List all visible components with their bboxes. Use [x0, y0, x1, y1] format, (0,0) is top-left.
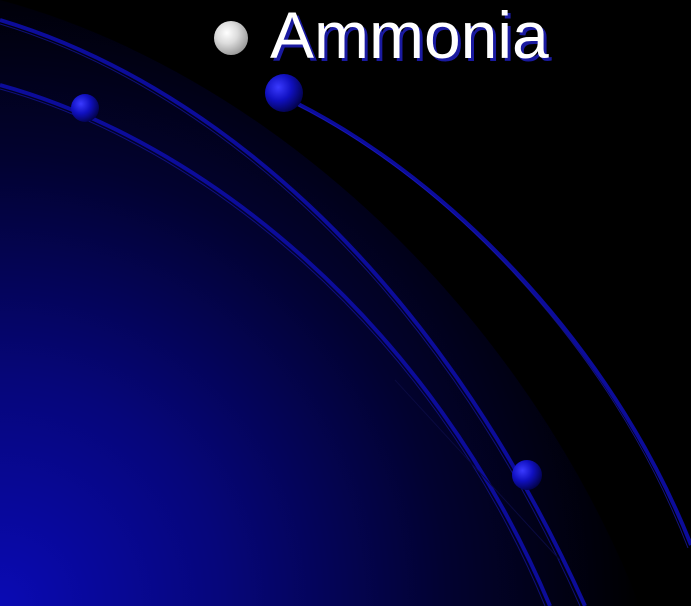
- orbit-sphere: [265, 74, 303, 112]
- title-row: Ammonia: [214, 0, 549, 70]
- outer-orbit-arc: [279, 93, 691, 546]
- slide-title: Ammonia: [270, 0, 549, 72]
- orbit-sphere: [512, 460, 542, 490]
- middle-orbit-arc: [0, 18, 587, 606]
- gray-sphere-bullet-icon: [214, 21, 248, 55]
- orbit-sphere: [71, 94, 99, 122]
